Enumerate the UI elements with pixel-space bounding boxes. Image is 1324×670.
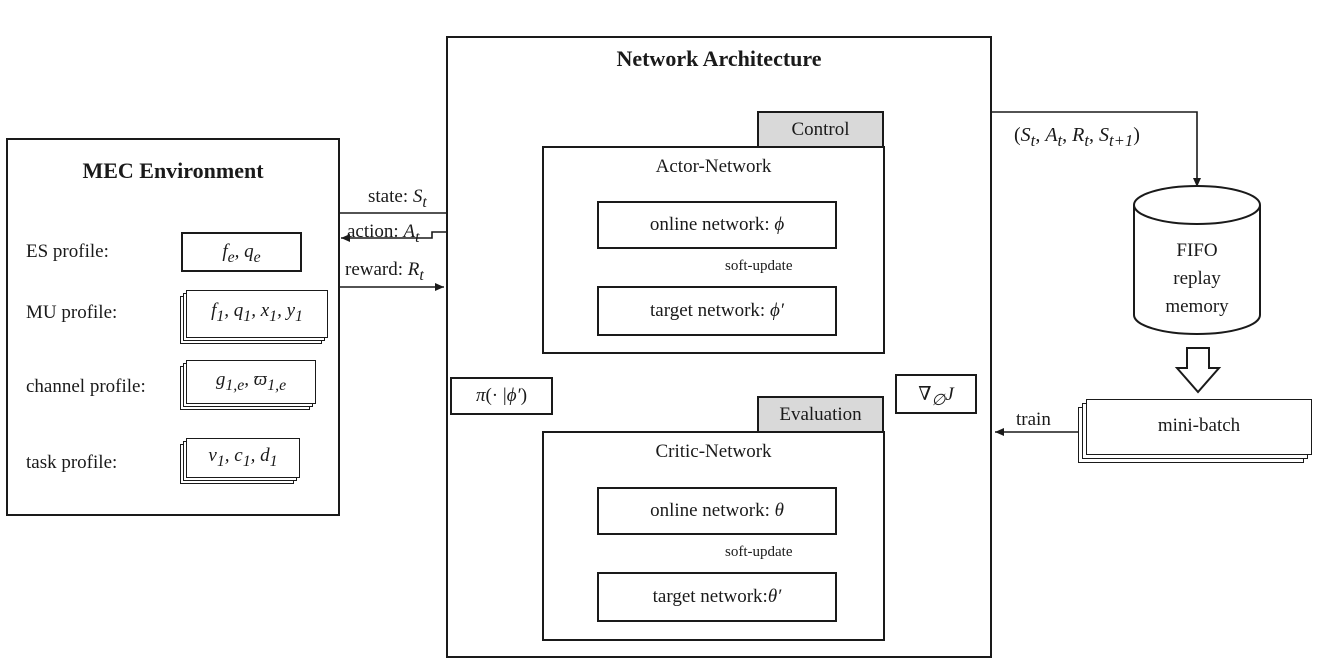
minibatch-label: mini-batch — [1157, 415, 1241, 436]
task-profile-stack: ν1, c1, d1 — [180, 438, 340, 488]
actor-soft-update-label: soft-update — [725, 258, 793, 274]
critic-target-label: target network:θ′ — [652, 586, 782, 607]
state-label: state: St — [368, 186, 427, 211]
control-tag-label: Control — [791, 119, 850, 140]
critic-soft-update-label: soft-update — [725, 544, 793, 560]
control-tag: Control — [757, 111, 884, 148]
train-label: train — [1016, 409, 1051, 430]
channel-profile-stack: g1,e, ϖ1,e — [180, 360, 340, 416]
reward-label: reward: Rt — [345, 259, 424, 284]
es-profile-label: ES profile: — [26, 241, 109, 262]
actor-target-box: target network: ϕ′ — [597, 286, 837, 336]
actor-online-label: online network: ϕ — [649, 214, 785, 235]
channel-profile-label: channel profile: — [26, 376, 146, 397]
actor-target-label: target network: ϕ′ — [650, 300, 784, 321]
critic-target-box: target network:θ′ — [597, 572, 837, 622]
actor-online-box: online network: ϕ — [597, 201, 837, 249]
mec-title: MEC Environment — [82, 158, 264, 183]
task-profile-value: ν1, c1, d1 — [208, 445, 278, 470]
replay-memory-cylinder — [1133, 185, 1261, 335]
mu-profile-value: f1, q1, x1, y1 — [211, 300, 303, 325]
critic-online-label: online network: θ — [650, 500, 784, 521]
evaluation-tag-label: Evaluation — [779, 404, 862, 425]
transition-arrow — [992, 111, 1201, 187]
task-profile-label: task profile: — [26, 452, 118, 473]
minibatch-stack: mini-batch — [1078, 399, 1318, 467]
mu-profile-label: MU profile: — [26, 302, 118, 323]
transition-label: (St, At, Rt, St+1) — [1014, 124, 1140, 150]
policy-label-box: π(· |ϕ′) — [450, 377, 553, 415]
mu-profile-stack: f1, q1, x1, y1 — [180, 290, 340, 350]
evaluation-tag: Evaluation — [757, 396, 884, 433]
critic-online-box: online network: θ — [597, 487, 837, 535]
actor-title: Actor-Network — [655, 156, 772, 177]
channel-profile-value: g1,e, ϖ1,e — [215, 369, 287, 394]
es-profile-value: fe, qe — [222, 241, 261, 266]
es-profile-box: fe, qe — [181, 232, 302, 272]
policy-label: π(· |ϕ′) — [475, 385, 528, 406]
gradient-label: ∇∅J — [918, 384, 954, 409]
memory-line2: replay — [1173, 268, 1221, 289]
gradient-label-box: ∇∅J — [895, 374, 977, 414]
memory-line3: memory — [1165, 296, 1229, 317]
memory-line1: FIFO — [1176, 240, 1218, 261]
action-label: action: At — [347, 221, 420, 246]
hollow-down-arrow — [1174, 347, 1222, 394]
critic-title: Critic-Network — [655, 441, 772, 462]
architecture-title: Network Architecture — [616, 46, 822, 71]
